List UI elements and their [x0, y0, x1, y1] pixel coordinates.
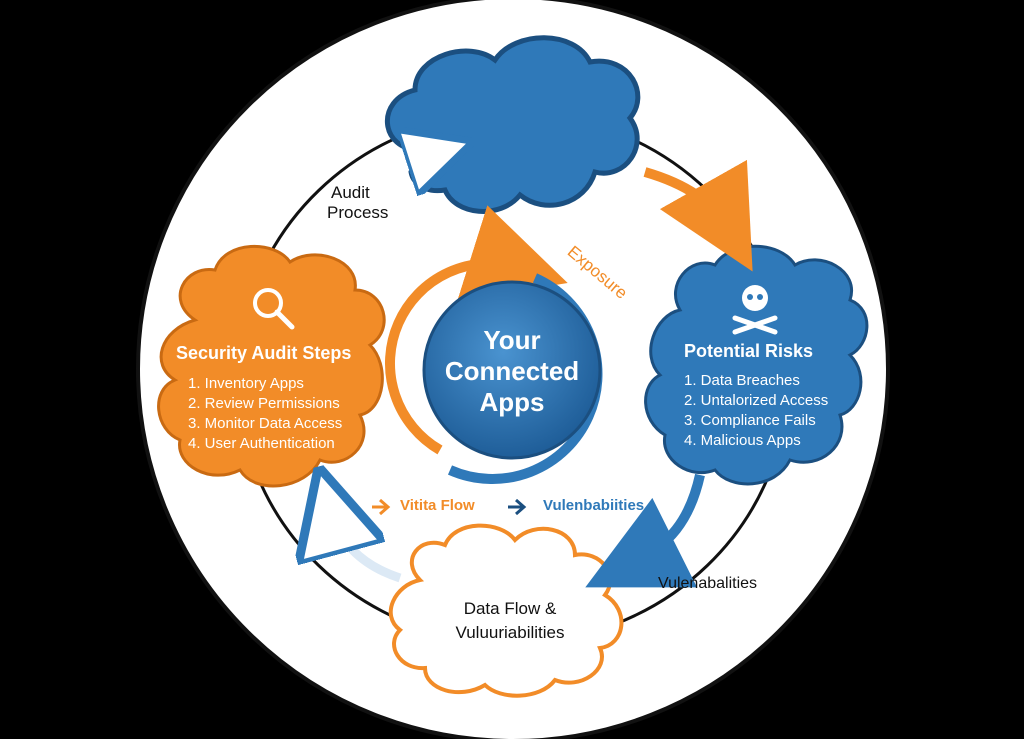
legend-orange-label: Vitita Flow [400, 497, 475, 514]
legend-blue-label: Vulenbabiities [543, 497, 645, 514]
data-flow-cloud [388, 523, 624, 698]
legend-blue-icon [508, 498, 527, 516]
potential-risks-list: 1. Data Breaches 2. Untalorized Access 3… [684, 371, 828, 451]
security-audit-title: Security Audit Steps [176, 343, 352, 363]
risk-item: 4. Malicious Apps [684, 432, 801, 449]
data-flow-title: Data Flow & Vuluuriabilities [420, 597, 600, 645]
data-flow-line-1: Data Flow & [463, 599, 557, 618]
center-line-1: Your [483, 325, 541, 355]
center-circle [422, 280, 602, 460]
risk-item: 1. Data Breaches [684, 372, 800, 389]
data-flow-line-2: Vuluuriabilities [455, 623, 565, 642]
orange-flow-arc [384, 205, 568, 455]
exposure-arrow [643, 159, 753, 272]
risk-item: 3. Compliance Fails [684, 412, 816, 429]
audit-line-2: Process [327, 203, 389, 222]
audit-process-label: Audit Process [327, 183, 388, 223]
audit-line-1: Audit [331, 183, 370, 202]
security-step: 1. Inventory Apps [188, 375, 304, 392]
security-audit-steps: 1. Inventory Apps 2. Review Permissions … [188, 374, 342, 454]
vulnerabilities-label: Vulenabalities [658, 575, 758, 592]
security-audit-cloud [157, 244, 386, 488]
security-step: 4. User Authentication [188, 435, 335, 452]
center-line-2: Connected [444, 356, 580, 386]
potential-risks-cloud [644, 244, 869, 486]
risk-item: 2. Untalorized Access [684, 392, 829, 409]
audit-process-arrow [381, 152, 440, 202]
potential-risks-title: Potential Risks [684, 341, 814, 361]
skull-crossbones-icon [732, 285, 778, 335]
security-step: 2. Review Permissions [188, 395, 340, 412]
security-step: 3. Monitor Data Access [188, 415, 343, 432]
center-title: Your Connected Apps [432, 325, 592, 418]
legend-orange-icon [372, 498, 391, 516]
center-line-3: Apps [479, 387, 545, 417]
return-arrow [330, 510, 402, 583]
magnifier-icon [253, 288, 295, 330]
vulnerabilities-arrow [585, 473, 705, 588]
